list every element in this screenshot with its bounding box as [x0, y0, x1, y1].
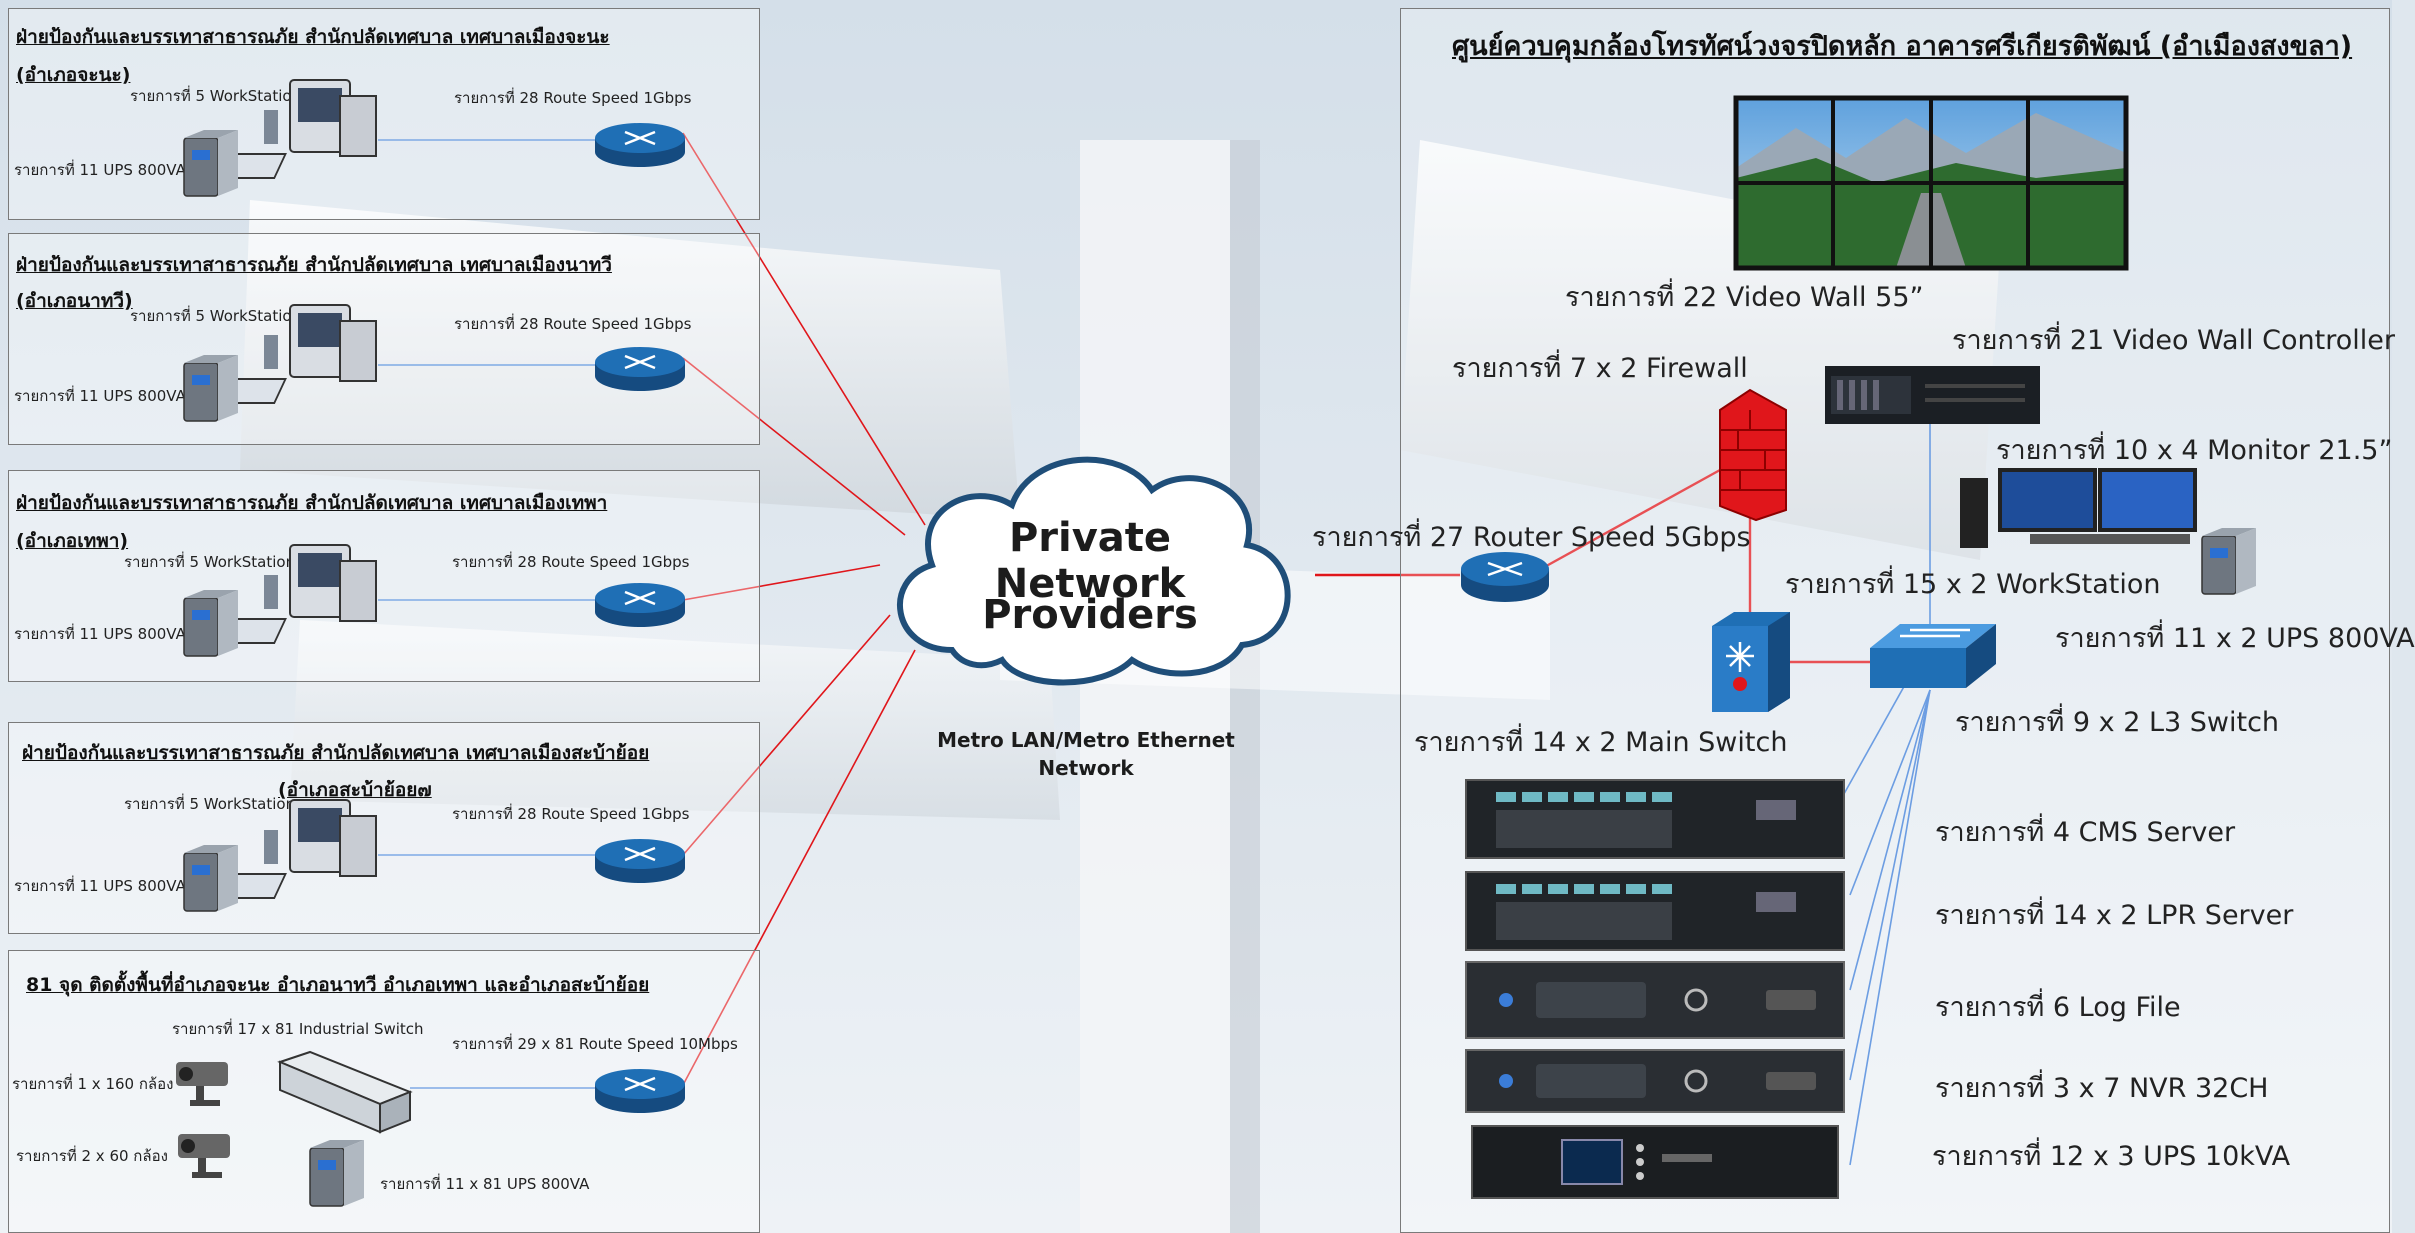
router-icon [1461, 552, 1549, 602]
site-box-saba-yoi [8, 722, 760, 934]
site-subtitle: (อำเภอสะบ้าย้อย๗ [278, 779, 432, 801]
ups-10kva-label: รายการที่ 12 x 3 UPS 10kVA [1932, 1141, 2291, 1172]
industrial-switch-label: รายการที่ 17 x 81 Industrial Switch [172, 1020, 424, 1038]
router-label: รายการที่ 28 Route Speed 1Gbps [452, 553, 690, 571]
firewall-icon [1719, 388, 1787, 522]
ups-icon [2201, 528, 2256, 595]
site-title: ฝ่ายป้องกันและบรรเทาสาธารณภัย สำนักปลัดเ… [16, 254, 612, 276]
video-wall-controller-label: รายการที่ 21 Video Wall Controller [1952, 325, 2395, 356]
site-subtitle: (อำเภอนาทวี) [16, 290, 133, 312]
ups-label: รายการที่ 11 UPS 800VA [14, 161, 186, 179]
site-title: ฝ่ายป้องกันและบรรเทาสาธารณภัย สำนักปลัดเ… [22, 742, 650, 764]
router-label: รายการที่ 29 x 81 Route Speed 10Mbps [452, 1035, 738, 1053]
site-box-chana [8, 8, 760, 220]
camera-label: รายการที่ 1 x 160 กล้อง [12, 1075, 174, 1093]
site-subtitle: (อำเภอจะนะ) [16, 64, 131, 86]
router-label: รายการที่ 27 Router Speed 5Gbps [1312, 522, 1751, 553]
cloud-subtitle: Providers [982, 592, 1198, 638]
workstation-label: รายการที่ 5 WorkStation [130, 307, 302, 325]
video-wall-label: รายการที่ 22 Video Wall 55” [1565, 282, 1924, 313]
l3-switch-icon [1870, 624, 1996, 688]
ups-label: รายการที่ 11 UPS 800VA [14, 625, 186, 643]
monitor-label: รายการที่ 10 x 4 Monitor 21.5” [1996, 435, 2393, 466]
site-title: ฝ่ายป้องกันและบรรเทาสาธารณภัย สำนักปลัดเ… [16, 26, 610, 48]
control-center-title: ศูนย์ควบคุมกล้องโทรทัศน์วงจรปิดหลัก อาคา… [1452, 31, 2353, 62]
video-wall-controller-icon [1825, 366, 2040, 424]
monitor-workstation-icon [1960, 468, 2197, 548]
router-label: รายการที่ 28 Route Speed 1Gbps [452, 805, 690, 823]
log-file-label: รายการที่ 6 Log File [1935, 992, 2181, 1023]
main-switch-label: รายการที่ 14 x 2 Main Switch [1414, 727, 1788, 758]
ups-label: รายการที่ 11 UPS 800VA [14, 387, 186, 405]
lpr-server-label: รายการที่ 14 x 2 LPR Server [1935, 900, 2294, 931]
network-type-label: Metro LAN/Metro Ethernet [937, 728, 1235, 752]
router-label: รายการที่ 28 Route Speed 1Gbps [454, 315, 692, 333]
site-subtitle: (อำเภอเทพา) [16, 530, 129, 552]
ups-label: รายการที่ 11 x 81 UPS 800VA [380, 1175, 590, 1193]
workstation-label: รายการที่ 15 x 2 WorkStation [1785, 569, 2161, 600]
router-label: รายการที่ 28 Route Speed 1Gbps [454, 89, 692, 107]
site-box-thepha [8, 470, 760, 682]
site-title: ฝ่ายป้องกันและบรรเทาสาธารณภัย สำนักปลัดเ… [16, 492, 608, 514]
workstation-label: รายการที่ 5 WorkStation [124, 795, 296, 813]
firewall-label: รายการที่ 7 x 2 Firewall [1452, 353, 1748, 384]
camera-label: รายการที่ 2 x 60 กล้อง [16, 1147, 168, 1165]
server-rack-icons [1465, 779, 1845, 1199]
network-type-label: Network [1038, 756, 1134, 780]
workstation-label: รายการที่ 5 WorkStation [130, 87, 302, 105]
cloud-title: Private Network [994, 515, 1186, 607]
ups-label: รายการที่ 11 x 2 UPS 800VA [2055, 623, 2415, 654]
cloud-icon [897, 456, 1291, 686]
site-box-nathawi [8, 233, 760, 445]
workstation-label: รายการที่ 5 WorkStation [124, 553, 296, 571]
video-wall-icon [1733, 95, 2129, 271]
field-site-title: 81 จุด ติดตั้งพื้นที่อำเภอจะนะ อำเภอนาทว… [26, 974, 650, 996]
l3-switch-label: รายการที่ 9 x 2 L3 Switch [1955, 707, 2280, 738]
cms-server-label: รายการที่ 4 CMS Server [1935, 817, 2236, 848]
ups-label: รายการที่ 11 UPS 800VA [14, 877, 186, 895]
main-switch-icon [1712, 612, 1790, 712]
nvr-label: รายการที่ 3 x 7 NVR 32CH [1935, 1073, 2269, 1104]
